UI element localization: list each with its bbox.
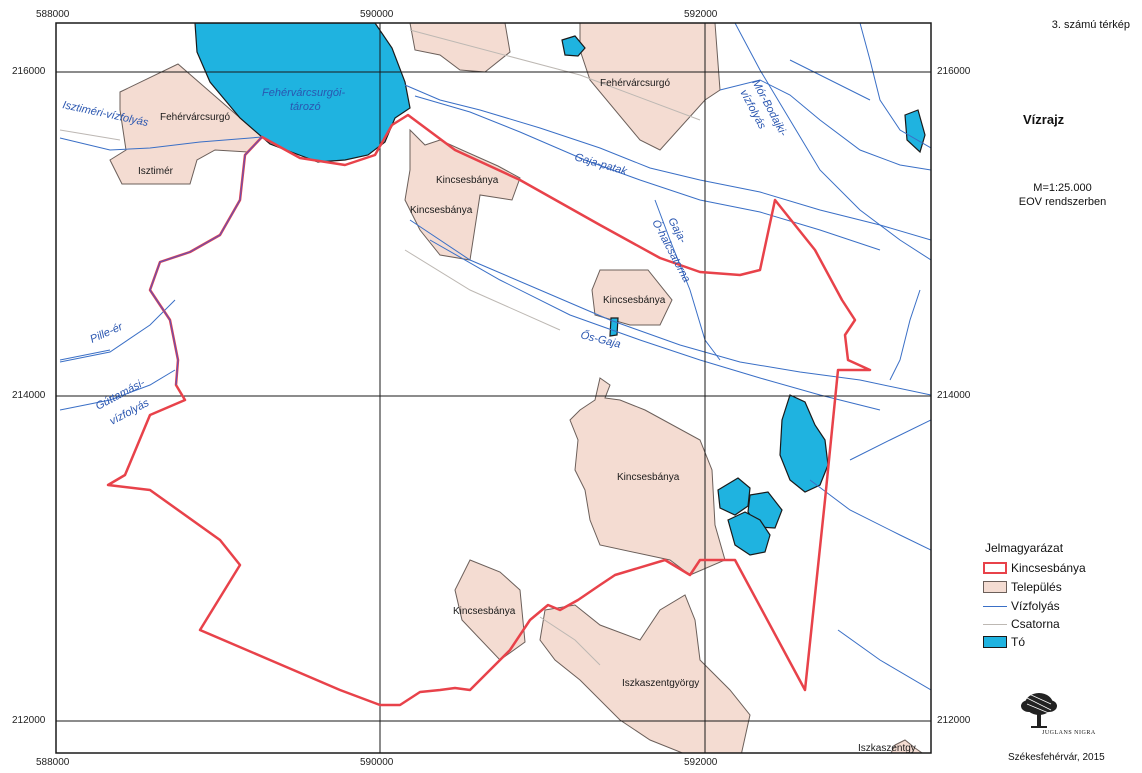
os-gaja-line [409,219,931,396]
label-fehervarcsurgo-west: Fehérvárcsurgó [160,112,230,123]
coord-y-212000-right: 212000 [937,715,971,726]
footer-place-year: Székesfehérvár, 2015 [1008,752,1105,763]
settlement-label-layer: Fehérvárcsurgó Fehérvárcsurgó Isztimér K… [138,78,916,754]
canal-line-swatch-icon [983,623,1007,625]
lakes [194,23,926,556]
mor-bodajki-line [734,23,931,261]
label-kincsesbanya-south: Kincsesbánya [453,606,516,617]
map-title: Vízrajz [1023,112,1065,127]
walnut-tree-icon [1021,693,1057,728]
settlement-kincsesbanya-middle [591,269,673,326]
gaja-halcsatorna-line [654,199,721,361]
gaja-patak-line [404,84,931,241]
coord-y-212000-left: 212000 [12,715,46,726]
label-kincsesbanya-north-1: Kincsesbánya [436,175,499,186]
settlement-kincsesbanya-south [454,559,526,661]
settlement-iszkaszentgyorgy-edge [890,739,924,753]
coordinate-system: EOV rendszerben [1018,196,1107,208]
settlement-swatch-icon [983,581,1007,593]
isztimeri-vizfolyas-line [59,136,263,151]
label-fehervarcsurgo-north: Fehérvárcsurgó [600,78,670,89]
coord-x-588000-top: 588000 [36,9,70,20]
map-canvas: Fehérvárcsurgó Fehérvárcsurgó Isztimér K… [55,22,932,754]
legend-item-watercourse: Vízfolyás [983,598,1060,614]
label-iszkaszentgyorgy: Iszkaszentgyörgy [622,678,699,689]
legend-item-settlement: Település [983,579,1062,595]
pille-er-line [59,299,176,363]
label-kincsesbanya-north-2: Kincsesbánya [410,205,473,216]
map-frame [55,22,932,754]
canals [59,29,701,666]
gaja-patak-line-2 [414,95,881,251]
kincsesbanya-boundary [106,113,872,707]
legend-item-boundary: Kincsesbánya [983,560,1086,576]
lake-east-large [779,394,829,493]
label-kincsesbanya-main: Kincsesbánya [617,472,680,483]
legend-item-canal: Csatorna [983,616,1060,632]
label-tarozo-2: tározó [290,101,321,113]
lake-fehervarcsurgoi-tarozo [194,23,411,163]
settlement-kincsesbanya-main [569,377,726,576]
coord-y-216000-right: 216000 [937,66,971,77]
legend-title: Jelmagyarázat [985,541,1064,555]
legend-label: Kincsesbánya [1011,561,1086,575]
boundary-swatch-icon [983,562,1007,574]
scale-ratio: M=1:25.000 [1033,182,1092,194]
legend-label: Település [1011,580,1062,594]
lake-pond-3 [727,511,771,556]
label-kincsesbanya-middle: Kincsesbánya [603,295,666,306]
coord-x-592000-bottom: 592000 [684,757,718,768]
coord-x-590000-top: 590000 [360,9,394,20]
legend-label: Vízfolyás [1011,599,1060,613]
lake-swatch-icon [983,636,1007,648]
lake-north-small [561,35,586,57]
settlement-areas [109,23,924,753]
logo-name: JUGLANS NIGRA [1042,730,1096,736]
label-tarozo-1: Fehérvárcsurgói- [262,87,345,99]
map-scale: M=1:25.000 EOV rendszerben [1005,181,1120,209]
legend-label: Csatorna [1011,617,1060,631]
lake-pond-1 [717,477,751,516]
coord-x-590000-bottom: 590000 [360,757,394,768]
coord-x-592000-top: 592000 [684,9,718,20]
label-iszkaszentgy-edge: Iszkaszentgy [858,743,916,754]
coord-x-588000-bottom: 588000 [36,757,70,768]
legend-label: Tó [1011,635,1026,649]
coord-y-214000-left: 214000 [12,390,46,401]
guttamasi-line [59,369,176,411]
coord-y-214000-right: 214000 [937,390,971,401]
label-isztimer: Isztimér [138,166,174,177]
border-stream-overlay [149,136,263,386]
legend-item-lake: Tó [983,634,1025,650]
coord-y-216000-left: 216000 [12,66,46,77]
map-number: 3. számú térkép [1051,19,1130,31]
settlement-iszkaszentgyorgy [539,594,751,753]
settlement-fehervarcsurgo-north [409,23,721,151]
side-panel: 3. számú térkép Vízrajz M=1:25.000 EOV r… [935,0,1142,773]
water-line-swatch-icon [983,605,1007,607]
